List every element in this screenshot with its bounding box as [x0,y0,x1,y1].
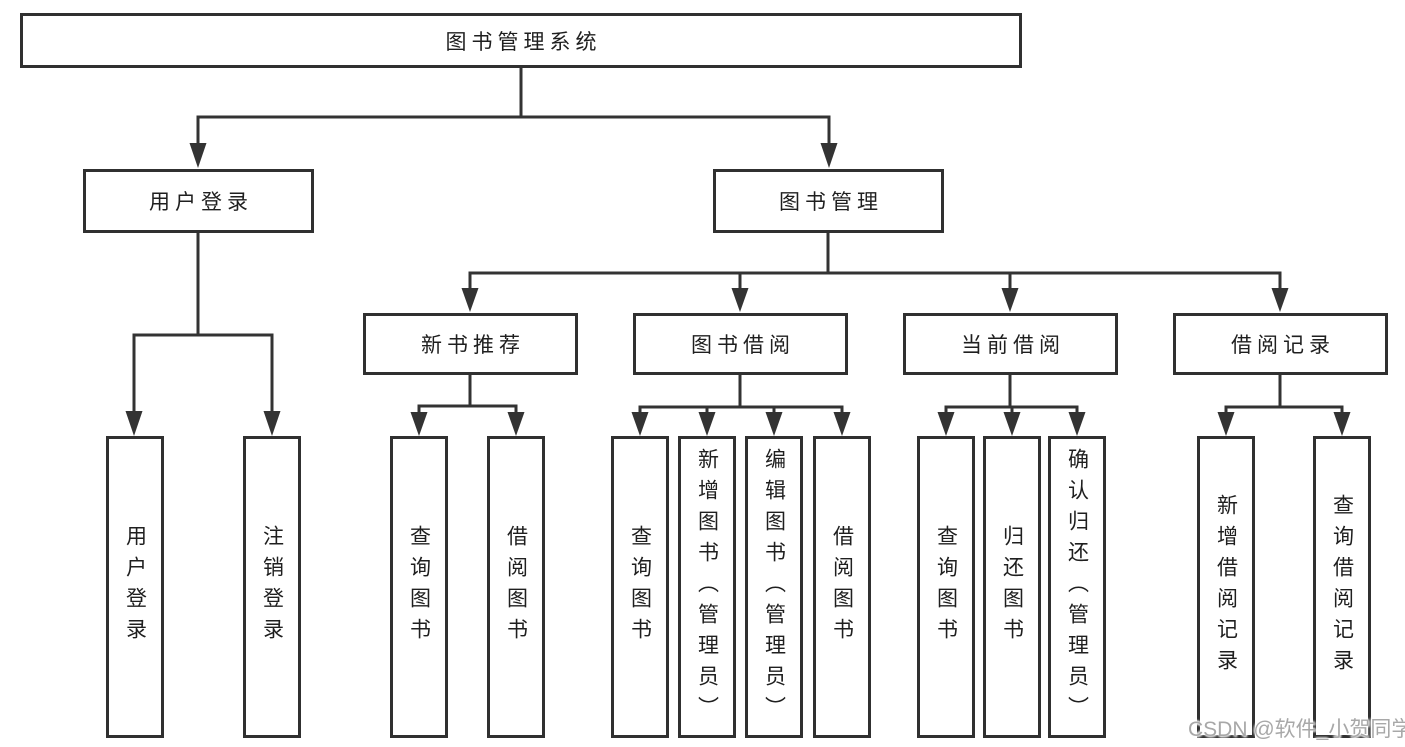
leaf-query-books-borrow: 查询图书 [611,436,669,738]
node-new-book-recommend: 新书推荐 [363,313,578,375]
node-label: 新增图书（管理员） [695,447,719,727]
leaf-user-login: 用户登录 [106,436,164,738]
node-book-borrow: 图书借阅 [633,313,848,375]
leaf-edit-books-admin: 编辑图书（管理员） [745,436,803,738]
leaf-logout: 注销登录 [243,436,301,738]
node-label: 用户登录 [123,525,147,649]
leaf-borrow-books-borrow: 借阅图书 [813,436,871,738]
leaf-query-books-current: 查询图书 [917,436,975,738]
node-label: 借阅记录 [1231,334,1335,357]
node-label: 新书推荐 [421,334,525,357]
node-label: 确认归还（管理员） [1065,447,1089,727]
csdn-watermark: CSDN @软件_小贺同学 [1188,718,1405,741]
node-current-borrow: 当前借阅 [903,313,1118,375]
node-label: 用户登录 [149,191,253,214]
node-label: 图书借阅 [691,334,795,357]
leaf-add-borrow-record: 新增借阅记录 [1197,436,1255,738]
connector-borrow-to-leaves [631,375,851,436]
leaf-return-books: 归还图书 [983,436,1041,738]
node-label: 归还图书 [1000,525,1024,649]
connector-root-to-level2 [189,67,838,168]
node-label: 借阅图书 [504,525,528,649]
connector-newbook-to-leaves [410,375,525,436]
leaf-add-books-admin: 新增图书（管理员） [678,436,736,738]
node-label: 新增借阅记录 [1214,494,1238,680]
leaf-borrow-books-newbook: 借阅图书 [487,436,545,738]
node-label: 注销登录 [260,525,284,649]
leaf-query-books-newbook: 查询图书 [390,436,448,738]
connector-current-to-leaves [937,375,1086,436]
node-label: 查询借阅记录 [1330,494,1354,680]
node-label: 图书管理 [779,191,883,214]
node-user-login: 用户登录 [83,169,314,233]
leaf-confirm-return-admin: 确认归还（管理员） [1048,436,1106,738]
leaf-query-borrow-record: 查询借阅记录 [1313,436,1371,738]
node-label: 当前借阅 [961,334,1065,357]
node-label: 借阅图书 [830,525,854,649]
node-borrow-records: 借阅记录 [1173,313,1388,375]
node-label: 编辑图书（管理员） [762,447,786,727]
connector-login-to-leaves [125,233,281,436]
node-label: 查询图书 [628,525,652,649]
node-label: 图书管理系统 [445,30,602,54]
node-root-system: 图书管理系统 [20,13,1022,68]
connector-mgmt-to-level3 [461,233,1289,312]
node-book-management: 图书管理 [713,169,944,233]
node-label: 查询图书 [934,525,958,649]
node-label: 查询图书 [407,525,431,649]
connector-records-to-leaves [1217,375,1351,436]
